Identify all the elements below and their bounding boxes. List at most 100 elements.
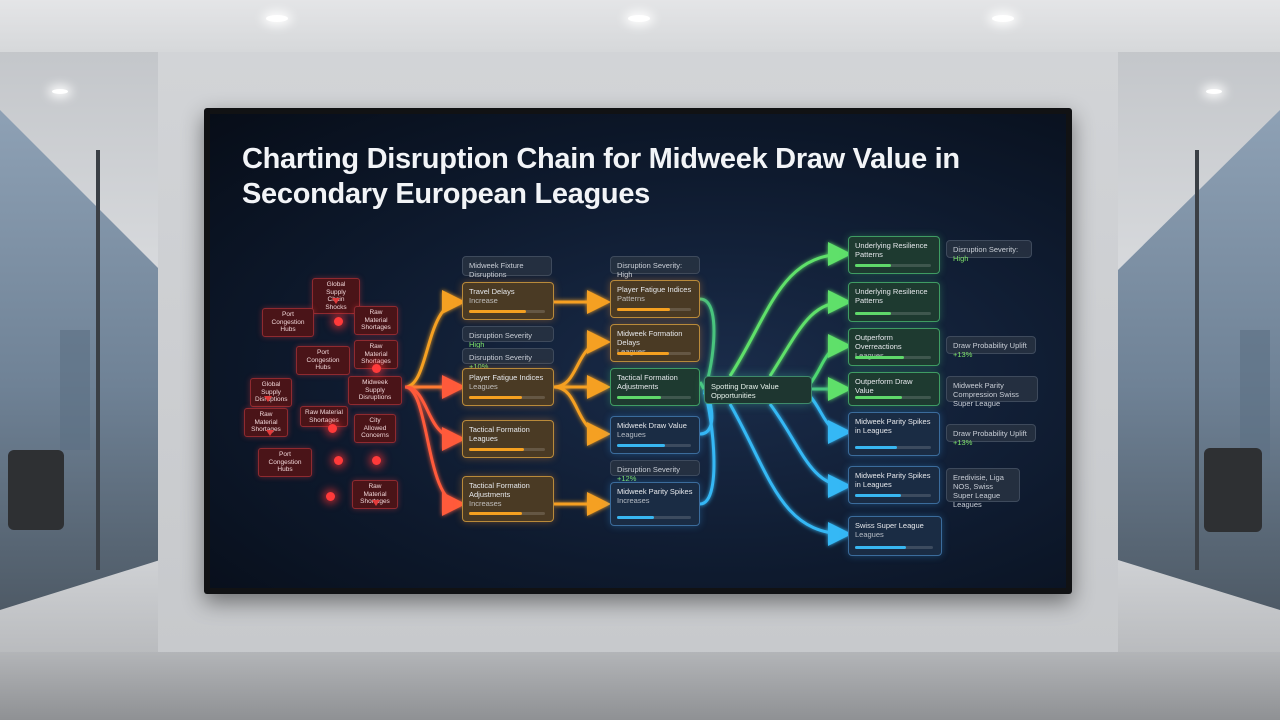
stage2-node: Player Fatigue Indices Patterns — [610, 280, 700, 318]
display-surface: Charting Disruption Chain for Midweek Dr… — [210, 114, 1066, 588]
source-node: Port Congestion Hubs — [258, 448, 312, 477]
node-title: Travel Delays — [469, 287, 515, 296]
ceiling-light — [52, 89, 68, 94]
node-progress-fill — [855, 356, 905, 359]
node-progress-fill — [617, 516, 654, 519]
stage1-node: Tactical Formation Adjustments Increases — [462, 476, 554, 522]
ceiling-light — [992, 15, 1014, 22]
stage1-node: Tactical Formation Leagues — [462, 420, 554, 458]
flow-edge — [404, 290, 466, 389]
node-progress-track — [617, 516, 691, 519]
wall-display: Charting Disruption Chain for Midweek Dr… — [204, 108, 1072, 594]
label-text: Disruption Severity — [469, 331, 532, 340]
node-progress-fill — [855, 312, 892, 315]
ceiling-light — [1206, 89, 1222, 94]
floor — [0, 652, 1280, 720]
node-progress-fill — [855, 396, 903, 399]
outcome-label: Disruption Severity: High — [946, 240, 1032, 263]
node-progress-track — [617, 352, 691, 355]
label-text: Midweek Parity Compression Swiss Super L… — [953, 381, 1019, 408]
ceiling-light — [628, 15, 650, 22]
city-building — [60, 330, 90, 450]
source-dot — [372, 364, 381, 373]
node-subtitle: Leagues — [855, 530, 884, 539]
stage2-node: Midweek Formation Delays Leagues — [610, 324, 700, 362]
label-text: Disruption Severity — [469, 353, 532, 362]
source-node: City Allowed Concerns — [354, 414, 396, 443]
source-dot — [372, 456, 381, 465]
source-node: Global Supply Disruptions — [250, 378, 292, 407]
node-subtitle: Increases — [617, 496, 650, 505]
label-value: High — [469, 340, 485, 349]
node-subtitle: Leagues — [855, 351, 933, 360]
stage2-header: Disruption Severity: High — [610, 256, 700, 279]
stage2-node: Midweek Parity Spikes Increases — [610, 482, 700, 526]
stage3-node: Midweek Parity Spikes in Leagues — [848, 412, 940, 456]
node-progress-fill — [617, 444, 666, 447]
label-value: +13% — [953, 350, 973, 359]
hub-node: Spotting Draw Value Opportunities — [704, 376, 812, 404]
flow-edge — [553, 385, 611, 446]
office-chair — [1204, 448, 1262, 532]
node-progress-track — [469, 512, 545, 515]
stage1-header: Midweek Fixture Disruptions — [462, 256, 552, 279]
node-progress-fill — [855, 494, 901, 497]
flow-edge — [768, 290, 852, 377]
node-progress-fill — [469, 512, 523, 515]
stage1-severity-label: Disruption Severity High — [462, 326, 554, 349]
stage2-node: Tactical Formation Adjustments — [610, 368, 700, 406]
stage3-node: Midweek Parity Spikes in Leagues — [848, 466, 940, 504]
outcome-label: Midweek Parity Compression Swiss Super L… — [946, 376, 1038, 408]
stage1-node: Player Fatigue Indices Leagues — [462, 368, 554, 406]
label-text: Draw Probability Uplift — [953, 429, 1027, 438]
node-title: Midweek Parity Spikes in Leagues — [855, 471, 931, 489]
node-progress-track — [855, 356, 931, 359]
node-progress-track — [469, 448, 545, 451]
outcome-label: Draw Probability Uplift +13% — [946, 336, 1036, 359]
source-node: Midweek Supply Disruptions — [348, 376, 402, 405]
flow-edge — [728, 242, 852, 377]
flow-edge — [698, 381, 706, 390]
node-title: Underlying Resilience Patterns — [855, 241, 928, 259]
node-progress-fill — [855, 264, 891, 267]
stage3-node: Outperform Overreactions Leagues — [848, 328, 940, 366]
node-progress-track — [855, 396, 931, 399]
node-progress-track — [469, 310, 545, 313]
node-progress-track — [855, 494, 931, 497]
window-mullion — [1195, 150, 1199, 570]
stage2-severity-label: Disruption Severity +12% — [610, 460, 700, 483]
node-subtitle: Leagues — [617, 347, 693, 356]
node-progress-track — [855, 446, 931, 449]
label-text: Eredivisie, Liga NOS, Swiss Super League… — [953, 473, 1004, 509]
node-title: Midweek Draw Value — [617, 421, 687, 430]
city-building — [1240, 330, 1270, 460]
node-progress-track — [469, 396, 545, 399]
node-progress-fill — [855, 446, 897, 449]
node-title: Midweek Parity Spikes in Leagues — [855, 417, 931, 435]
source-marker — [332, 298, 340, 304]
node-progress-track — [617, 396, 691, 399]
source-marker — [266, 430, 274, 436]
source-marker — [264, 396, 272, 402]
outcome-label: Eredivisie, Liga NOS, Swiss Super League… — [946, 468, 1020, 509]
source-node: Global Supply Chain Shocks — [312, 278, 360, 314]
node-title: Underlying Resilience Patterns — [855, 287, 928, 305]
node-progress-fill — [469, 448, 524, 451]
source-dot — [334, 317, 343, 326]
node-progress-track — [617, 308, 691, 311]
node-progress-fill — [617, 396, 662, 399]
node-title: Player Fatigue Indices — [617, 285, 692, 294]
stage3-node: Swiss Super League Leagues — [848, 516, 942, 556]
node-subtitle: Patterns — [617, 294, 645, 303]
node-title: Midweek Parity Spikes — [617, 487, 693, 496]
node-progress-fill — [617, 352, 669, 355]
ceiling — [0, 0, 1280, 52]
label-text: Disruption Severity — [617, 465, 680, 474]
node-subtitle: Increase — [469, 296, 498, 305]
node-progress-fill — [617, 308, 671, 311]
node-progress-fill — [469, 396, 523, 399]
stage3-node: Underlying Resilience Patterns — [848, 236, 940, 274]
source-marker — [372, 500, 380, 506]
stage1-severity-label: Disruption Severity +10% — [462, 348, 554, 371]
source-dot — [326, 492, 335, 501]
